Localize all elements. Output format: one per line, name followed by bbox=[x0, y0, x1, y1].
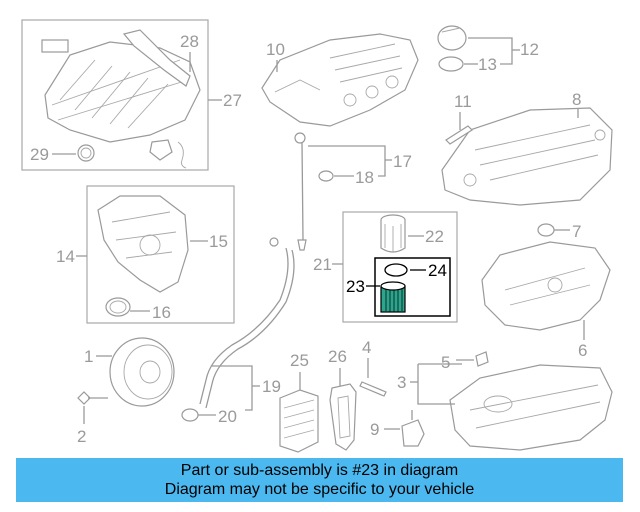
crank-pulley bbox=[109, 337, 175, 407]
manifold-bracket bbox=[41, 39, 69, 53]
callout-14: 14 bbox=[56, 247, 75, 266]
timing-cover-box bbox=[86, 185, 235, 324]
gasket-26 bbox=[329, 383, 357, 451]
callout-2: 2 bbox=[77, 427, 86, 446]
callout-17: 17 bbox=[393, 152, 412, 171]
upper-oil-pan-drawing bbox=[441, 107, 613, 206]
callout-26: 26 bbox=[328, 347, 347, 366]
callout-19: 19 bbox=[262, 377, 281, 396]
callout-21: 21 bbox=[313, 255, 332, 274]
dipstick-tube bbox=[199, 247, 289, 405]
callout-7: 7 bbox=[572, 222, 581, 241]
highlighted-oil-filter bbox=[374, 257, 451, 317]
intake-manifold-box bbox=[21, 19, 209, 171]
timing-cover-drawing bbox=[97, 195, 189, 317]
filler-cap-seal bbox=[438, 56, 464, 72]
oil-cooler bbox=[279, 389, 319, 453]
callout-27: 27 bbox=[223, 91, 242, 110]
highlight-box-23 bbox=[374, 257, 451, 317]
callout-15: 15 bbox=[209, 232, 228, 251]
lower-oil-pan-drawing bbox=[449, 351, 613, 451]
dipstick-handle bbox=[294, 132, 306, 144]
callout-1: 1 bbox=[84, 347, 93, 366]
callout-20: 20 bbox=[218, 407, 237, 426]
valve-cover bbox=[261, 33, 419, 127]
filter-seal-ring-24 bbox=[384, 263, 408, 277]
callout-6: 6 bbox=[578, 341, 587, 360]
callout-9: 9 bbox=[370, 420, 379, 439]
callout-24: 24 bbox=[428, 261, 447, 280]
bracket-11 bbox=[445, 125, 473, 145]
lower-oil-pan bbox=[449, 364, 613, 451]
filler-cap-drawing bbox=[437, 25, 467, 72]
callout-12: 12 bbox=[520, 40, 539, 59]
filter-housing-drawing bbox=[380, 214, 406, 253]
callout-5: 5 bbox=[441, 353, 450, 372]
banner-line-2: Diagram may not be specific to your vehi… bbox=[164, 481, 475, 498]
callout-29: 29 bbox=[30, 145, 49, 164]
callout-10: 10 bbox=[266, 40, 285, 59]
filler-cap bbox=[437, 25, 467, 51]
callout-8: 8 bbox=[572, 90, 581, 109]
valve-cover-drawing bbox=[261, 33, 419, 127]
info-banner: Part or sub-assembly is #23 in diagram D… bbox=[16, 458, 623, 502]
intake-manifold-body bbox=[44, 41, 201, 143]
dipstick-drawing bbox=[181, 132, 334, 422]
manifold-sensor bbox=[149, 139, 173, 161]
callout-23: 23 bbox=[346, 277, 365, 296]
plug-7 bbox=[537, 223, 555, 237]
callout-3: 3 bbox=[397, 373, 406, 392]
callout-28: 28 bbox=[180, 32, 199, 51]
callout-22: 22 bbox=[425, 227, 444, 246]
drain-plug-5 bbox=[475, 351, 489, 367]
callout-25: 25 bbox=[290, 351, 309, 370]
oil-sensor-drawing bbox=[401, 410, 425, 447]
oil-cooler-drawing bbox=[279, 389, 319, 453]
timing-cover bbox=[97, 195, 189, 293]
o-ring-20 bbox=[181, 408, 199, 422]
callout-18: 18 bbox=[355, 168, 374, 187]
bracket-4 bbox=[359, 381, 387, 397]
intake-manifold-drawing bbox=[21, 19, 209, 171]
callout-11: 11 bbox=[454, 92, 472, 111]
o-ring-18 bbox=[318, 170, 334, 182]
callout-16: 16 bbox=[152, 303, 171, 322]
pulley-drawing bbox=[77, 337, 175, 407]
upper-oil-pan bbox=[441, 107, 613, 206]
callout-4: 4 bbox=[362, 338, 371, 357]
cover-6 bbox=[481, 241, 611, 331]
manifold-gasket bbox=[122, 29, 191, 87]
filter-housing-box bbox=[342, 211, 458, 323]
oil-level-sensor bbox=[401, 419, 425, 447]
o-ring-29 bbox=[77, 144, 95, 162]
callout-13: 13 bbox=[478, 55, 497, 74]
banner-line-1: Part or sub-assembly is #23 in diagram bbox=[180, 462, 459, 479]
cover-6-drawing bbox=[481, 241, 611, 331]
